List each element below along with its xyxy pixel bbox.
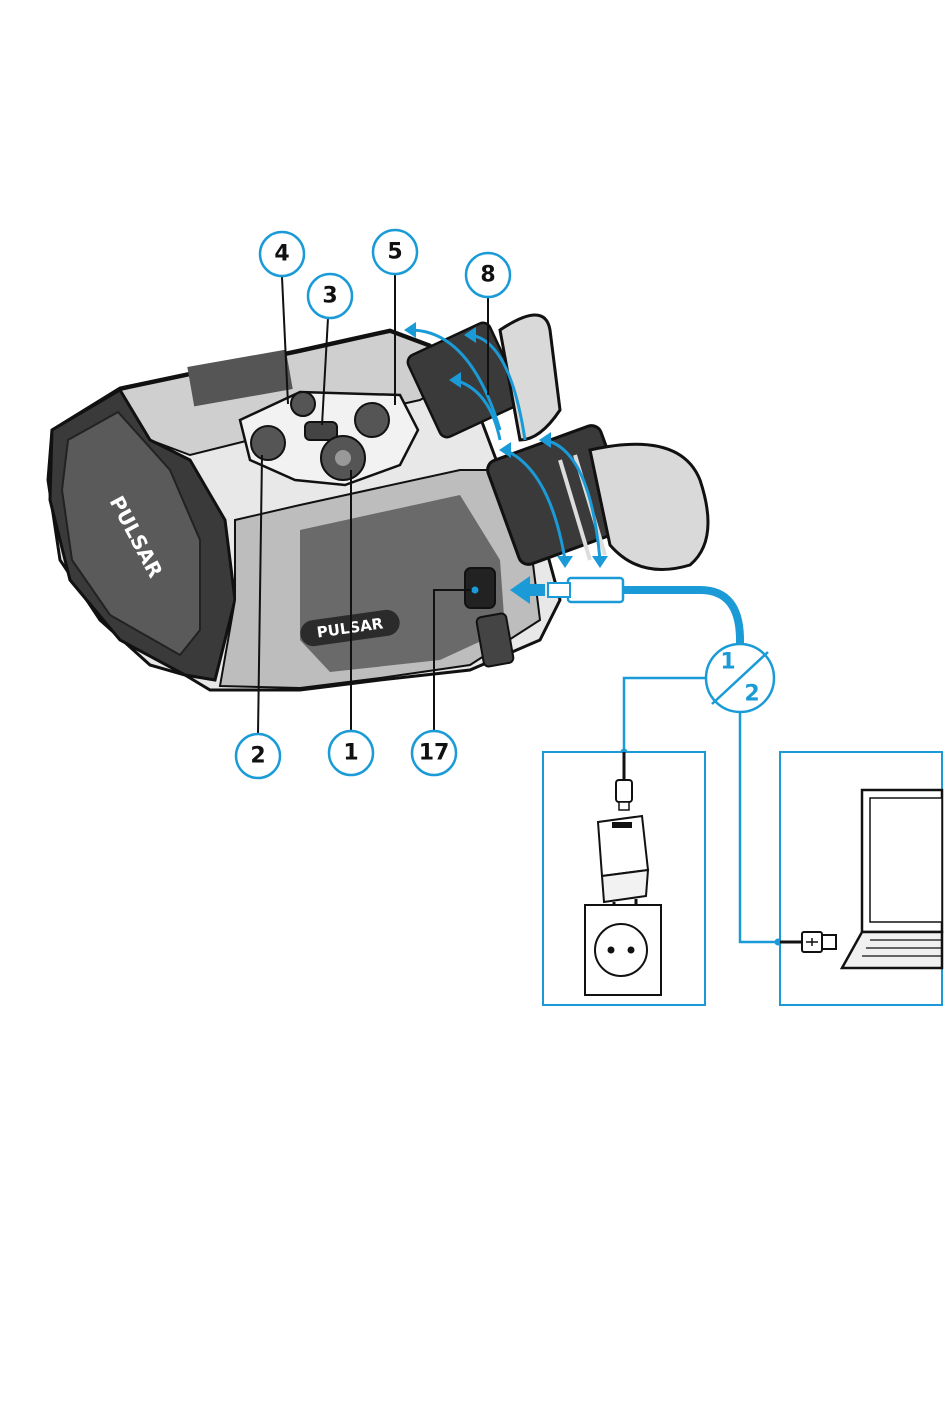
callout-4: 4 [260,232,304,276]
badge-bottom-number: 2 [744,682,759,707]
power-socket-icon [585,905,661,995]
connection-badge: 1 2 [706,644,774,712]
eyepiece-near [485,423,708,570]
button-5[interactable] [355,403,389,437]
callout-1: 1 [329,731,373,775]
button-3[interactable] [305,422,337,440]
button-4[interactable] [291,392,315,416]
badge-top-number: 1 [720,650,735,675]
svg-text:4: 4 [274,242,289,267]
svg-text:3: 3 [322,284,337,309]
binocular-device: PULSAR PULSAR [48,315,708,690]
callout-3: 3 [308,274,352,318]
usb-port-17[interactable] [465,568,495,608]
callout-17: 17 [412,731,456,775]
svg-text:1: 1 [343,741,358,766]
svg-text:2: 2 [250,744,265,769]
callout-5: 5 [373,230,417,274]
charger-panel [543,752,705,1005]
usb-c-plug-icon [616,780,632,810]
button-1-center [335,450,351,466]
computer-panel [780,752,942,1005]
usb-c-connector [568,578,623,602]
button-2[interactable] [251,426,285,460]
callout-8: 8 [466,253,510,297]
svg-text:8: 8 [480,263,495,288]
svg-text:17: 17 [419,741,450,766]
svg-text:5: 5 [387,240,402,265]
callout-2: 2 [236,734,280,778]
